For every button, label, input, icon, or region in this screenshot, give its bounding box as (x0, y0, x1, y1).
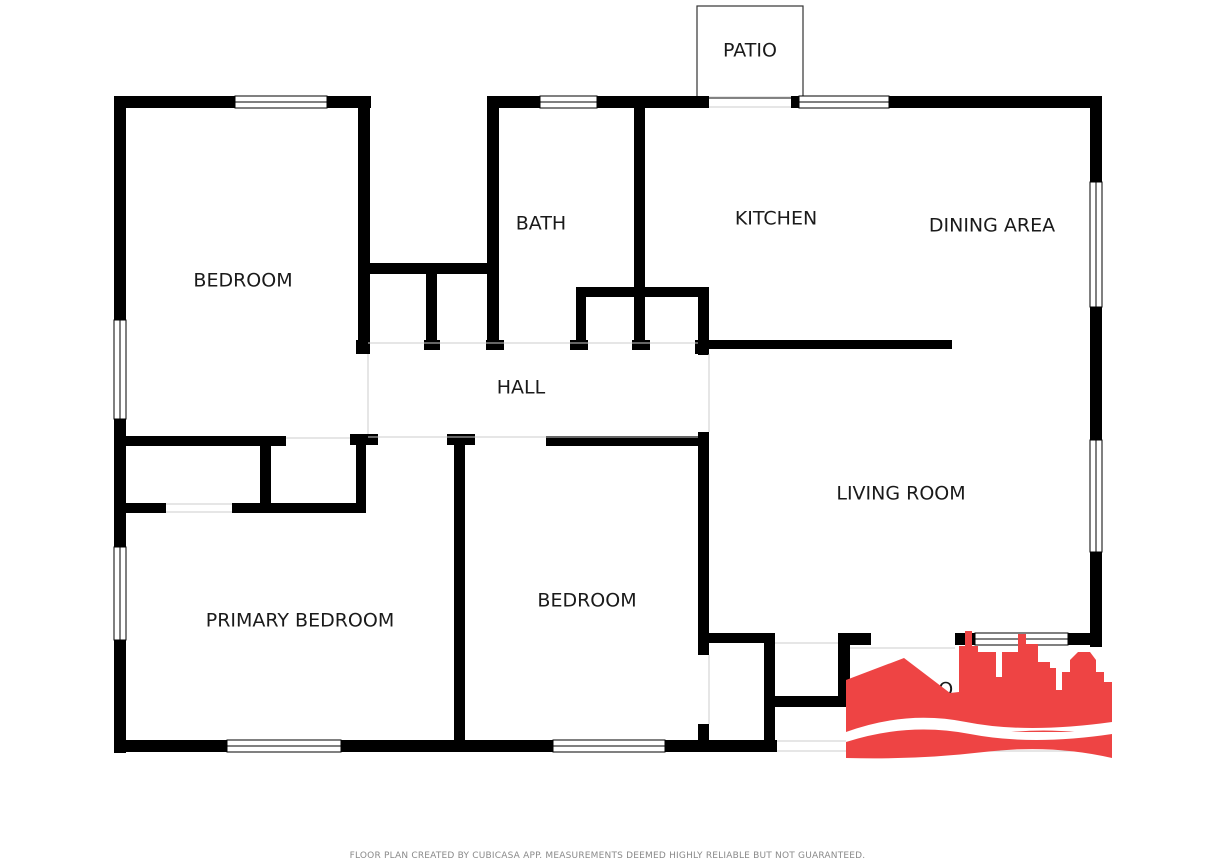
wall-bath-right (634, 96, 645, 350)
wall-bottom-c (665, 740, 777, 752)
wall-bed-mid-right-b (698, 724, 709, 744)
wall-closet-lr-right (764, 633, 775, 751)
wall-mid-left (114, 436, 286, 446)
footer-disclaimer: FLOOR PLAN CREATED BY CUBICASA APP. MEAS… (349, 851, 866, 861)
room-label-living-room: LIVING ROOM (836, 483, 965, 505)
wall-mid-closet-bottom-a (114, 503, 166, 513)
wall-mid-closet-div (260, 436, 271, 512)
wall-bedroom-right (358, 96, 370, 354)
wall-right-c (1090, 552, 1102, 647)
wall-pantry-left (576, 287, 586, 350)
wall-top-right (889, 96, 1102, 108)
room-label-kitchen: KITCHEN (735, 208, 817, 230)
wall-bottom-b (341, 740, 553, 752)
wall-right-b (1090, 307, 1102, 440)
wall-mid-closet-right (356, 436, 366, 512)
wall-closet-div (426, 263, 437, 350)
room-label-dining-area: DINING AREA (929, 215, 1055, 237)
wall-porch-top (838, 633, 871, 645)
openings (166, 96, 1090, 752)
wall-primary-right (454, 436, 465, 741)
wall-closet-lr-bottom (764, 696, 856, 707)
wall-porch-top-c (1068, 633, 1102, 645)
wall-right-a (1090, 96, 1102, 182)
wall-bath-left (487, 96, 499, 350)
wall-pantry-right (698, 287, 709, 355)
room-label-hall: HALL (497, 377, 546, 399)
wall-bed-mid-right (698, 432, 709, 655)
windows (113, 95, 1103, 753)
room-label-primary-bedroom: PRIMARY BEDROOM (206, 610, 394, 632)
room-label-patio: PATIO (723, 40, 777, 62)
room-label-bedroom-middle: BEDROOM (537, 590, 636, 612)
wall-left-b (114, 419, 126, 547)
room-label-bedroom-top-left: BEDROOM (193, 270, 292, 292)
wall-bed-mid-top (546, 436, 709, 446)
wall-kitchen-counter (698, 340, 952, 349)
wall-left-a (114, 96, 126, 320)
wall-top-mid (487, 96, 540, 108)
wall-closet-lr-top (698, 633, 775, 643)
city-skyline-wave-logo (846, 631, 1112, 759)
wall-mid-closet-bottom-b (232, 503, 366, 513)
walls (114, 96, 1102, 753)
wall-top-mid-b (597, 96, 709, 108)
wall-bottom-a (114, 740, 227, 752)
wall-top-left (114, 96, 235, 108)
room-label-bath: BATH (516, 213, 566, 235)
patio-outline (696, 5, 804, 99)
wall-left-c (114, 640, 126, 753)
wall-pantry-top (576, 287, 709, 297)
wall-top-right-a (791, 96, 799, 108)
